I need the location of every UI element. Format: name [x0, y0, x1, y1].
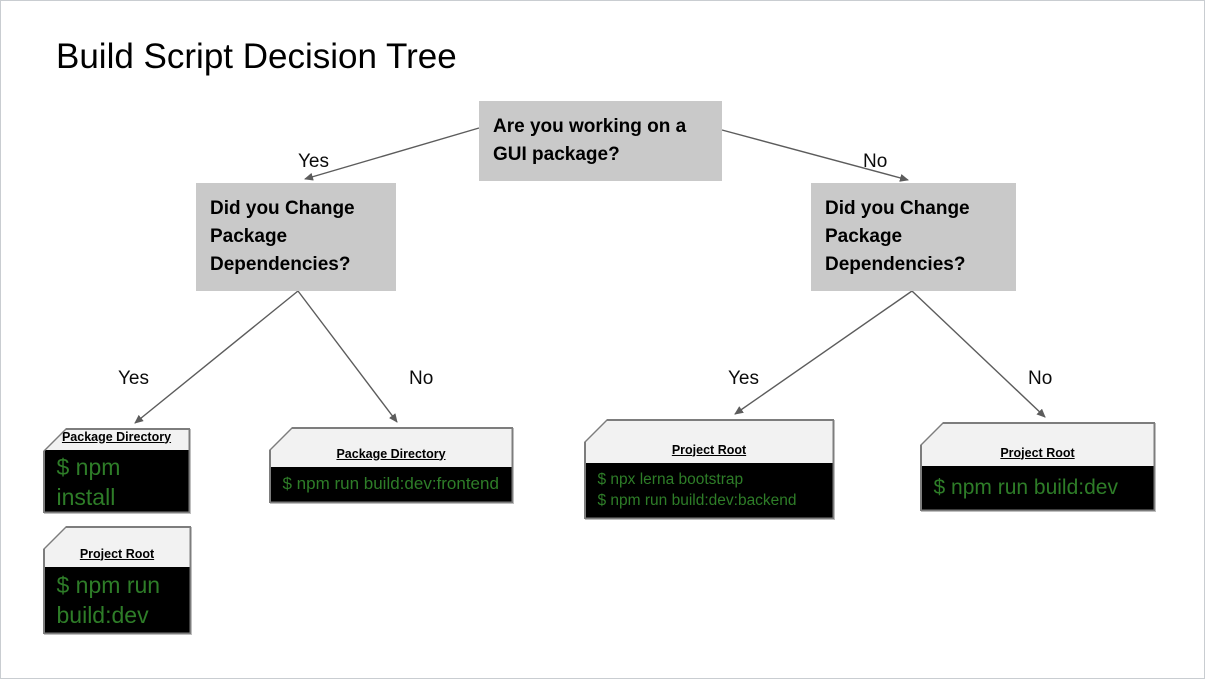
- decision-question: Did you Change Package Dependencies?: [210, 198, 355, 275]
- leaf-location-label: Package Directory: [270, 428, 512, 467]
- location-text: Package Directory: [61, 429, 172, 444]
- location-text: Package Directory: [336, 446, 446, 461]
- leaf-node-npm-install: Package Directory $ npm install: [43, 428, 190, 513]
- decision-question: Did you Change Package Dependencies?: [825, 198, 970, 275]
- terminal-command: $ npm run build:dev: [921, 465, 1154, 510]
- edge-gui-yes: [134, 290, 299, 424]
- edge-label-nongui-no: No: [1028, 368, 1053, 389]
- leaf-node-build-dev-frontend: Package Directory $ npm run build:dev:fr…: [269, 427, 513, 503]
- terminal-command: $ npx lerna bootstrap $ npm run build:de…: [585, 462, 833, 518]
- decision-node-gui-dependencies: Did you Change Package Dependencies?: [196, 183, 396, 291]
- terminal-command: $ npm install: [44, 449, 189, 512]
- command-line: $ npx lerna bootstrap: [597, 471, 744, 488]
- location-text: Project Root: [1000, 445, 1075, 460]
- edge-nongui-yes: [734, 290, 913, 415]
- terminal-command: $ npm run build:dev:frontend: [270, 466, 512, 502]
- decision-question: Are you working on a GUI package?: [493, 116, 687, 165]
- edge-root-yes: [304, 127, 480, 181]
- command-line: $ npm install: [56, 453, 121, 510]
- edge-nongui-no: [911, 290, 1046, 418]
- leaf-node-npm-run-build-dev-left: Project Root $ npm run build:dev: [43, 526, 191, 634]
- leaf-node-npm-run-build-dev-right: Project Root $ npm run build:dev: [920, 422, 1155, 511]
- leaf-location-label: Project Root: [921, 423, 1154, 466]
- leaf-node-lerna-bootstrap-backend: Project Root $ npx lerna bootstrap $ npm…: [584, 419, 834, 519]
- command-line: $ npm run build:dev: [56, 571, 161, 628]
- command-line: $ npm run build:dev:frontend: [282, 474, 499, 493]
- location-text: Project Root: [79, 546, 155, 561]
- command-line: $ npm run build:dev:backend: [597, 492, 797, 509]
- leaf-location-label: Project Root: [585, 420, 833, 463]
- leaf-location-label: Project Root: [44, 527, 190, 567]
- leaf-location-label: Package Directory: [44, 429, 189, 450]
- location-text: Project Root: [671, 442, 747, 457]
- command-line: $ npm run build:dev: [933, 476, 1118, 499]
- edge-label-root-no: No: [863, 151, 888, 172]
- edge-label-root-yes: Yes: [298, 151, 329, 172]
- edge-label-gui-no: No: [409, 368, 434, 389]
- page-title: Build Script Decision Tree: [56, 37, 457, 76]
- decision-node-nongui-dependencies: Did you Change Package Dependencies?: [811, 183, 1016, 291]
- decision-node-root: Are you working on a GUI package?: [479, 101, 722, 181]
- edge-label-gui-yes: Yes: [118, 368, 149, 389]
- edge-label-nongui-yes: Yes: [728, 368, 759, 389]
- edge-gui-no: [297, 290, 398, 423]
- terminal-command: $ npm run build:dev: [44, 566, 190, 633]
